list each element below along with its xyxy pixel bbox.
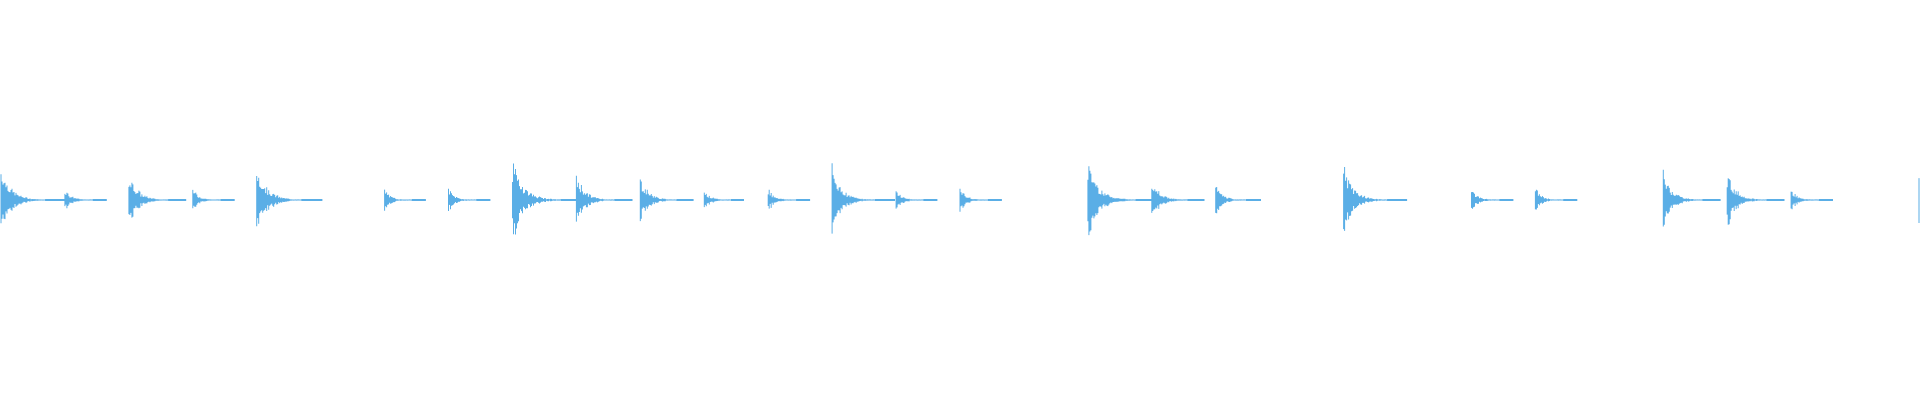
waveform-transient (959, 188, 1002, 212)
waveform-transient (1215, 187, 1261, 214)
waveform-burst-6 (384, 189, 426, 211)
waveform-burst-8 (512, 163, 583, 235)
waveform-transient (0, 174, 66, 224)
waveform-burst-12 (767, 189, 811, 209)
waveform-transient (1151, 188, 1205, 213)
waveform-burst-9 (575, 175, 633, 222)
waveform-transient (1662, 169, 1721, 227)
waveform-transient (1790, 191, 1833, 210)
waveform-transient (448, 188, 491, 211)
waveform-transient (128, 182, 187, 218)
waveform-transient (1343, 167, 1408, 231)
waveform-transient (64, 192, 107, 209)
waveform-burst-4 (256, 176, 323, 227)
waveform-burst-21 (1343, 167, 1408, 231)
waveform-transient (512, 163, 583, 235)
waveform-transient (1087, 166, 1158, 236)
waveform-transient (703, 192, 744, 208)
waveform-burst-26 (1662, 169, 1721, 227)
waveform-burst-23 (1471, 192, 1514, 209)
waveform-transient (384, 189, 426, 211)
waveform-burst-28 (1790, 191, 1833, 210)
waveform-burst-14 (895, 191, 938, 209)
waveform-burst-2 (128, 182, 187, 218)
waveform-burst-24 (1534, 189, 1578, 210)
waveform-transient (1534, 189, 1578, 210)
waveform-transient (639, 179, 694, 222)
waveform-transient (192, 189, 235, 209)
waveform-burst-18 (1151, 188, 1205, 213)
waveform-burst-17 (1087, 166, 1158, 236)
waveform-burst-7 (448, 188, 491, 211)
waveform-transient (767, 189, 811, 209)
waveform-burst-3 (192, 189, 235, 209)
waveform-burst-15 (959, 188, 1002, 212)
waveform-burst-13 (831, 163, 895, 234)
waveform-transient (256, 176, 323, 227)
waveform-burst-1 (64, 192, 107, 209)
waveform-transient (895, 191, 938, 209)
waveform-burst-0 (0, 174, 66, 224)
waveform-burst-10 (639, 179, 694, 222)
waveform-transient (1471, 192, 1514, 209)
waveform-burst-27 (1726, 178, 1785, 225)
waveform-transient (831, 163, 895, 234)
waveform-burst-11 (703, 192, 744, 208)
waveform-transient (575, 175, 633, 222)
waveform-transient (1726, 178, 1785, 225)
waveform-burst-19 (1215, 187, 1261, 214)
